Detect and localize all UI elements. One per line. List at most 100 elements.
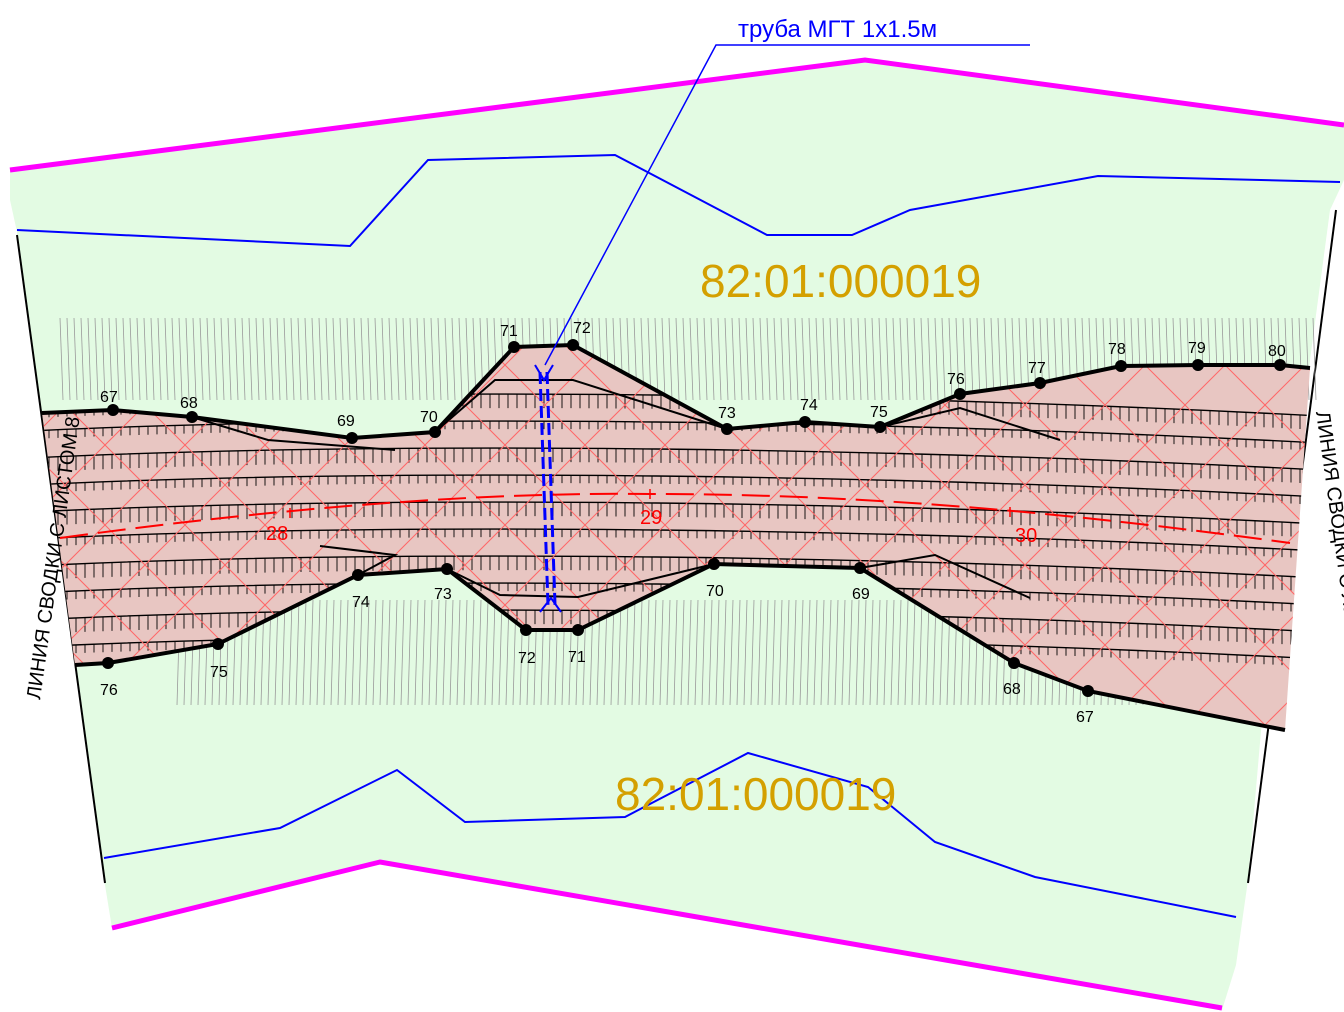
contour-line (276, 317, 281, 401)
contour-line (906, 317, 911, 401)
contour-line (227, 317, 232, 401)
contour-line (757, 599, 762, 706)
survey-point-marker (954, 388, 966, 400)
contour-line (444, 317, 449, 401)
contour-line (813, 599, 818, 706)
contour-line (372, 599, 377, 706)
contour-line (199, 317, 204, 401)
contour-line (309, 599, 314, 706)
contour-line (498, 599, 503, 706)
contour-line (878, 317, 883, 401)
contour-line (374, 317, 379, 401)
contour-line (381, 317, 386, 401)
contour-line (871, 317, 876, 401)
contour-line (220, 317, 225, 401)
survey-point-label: 68 (180, 395, 198, 412)
contour-line (869, 599, 874, 706)
contour-line (171, 317, 176, 401)
survey-point-marker (874, 421, 886, 433)
contour-line (407, 599, 412, 706)
contour-line (696, 317, 701, 401)
contour-line (631, 599, 636, 706)
contour-line (351, 599, 356, 706)
contour-line (794, 317, 799, 401)
contour-line (815, 317, 820, 401)
contour-line (913, 317, 918, 401)
survey-point-label: 69 (337, 413, 355, 430)
contour-line (360, 317, 365, 401)
survey-point-label: 69 (852, 586, 870, 603)
contour-line (269, 317, 274, 401)
contour-line (773, 317, 778, 401)
survey-point-label: 80 (1268, 343, 1286, 360)
contour-line (409, 317, 414, 401)
contour-line (927, 317, 932, 401)
contour-line (87, 317, 92, 401)
contour-line (150, 317, 155, 401)
survey-point-label: 68 (1003, 681, 1021, 698)
contour-line (701, 599, 706, 706)
survey-point-marker (1008, 657, 1020, 669)
wedge-right-top (879, 406, 1061, 441)
contour-line (680, 599, 685, 706)
pipe-head-top (534, 364, 554, 382)
contour-line (430, 317, 435, 401)
contour-line (652, 599, 657, 706)
contour-line (435, 599, 440, 706)
contour-line (764, 599, 769, 706)
contour-line (73, 317, 78, 401)
contour-line (736, 599, 741, 706)
survey-point-marker (107, 404, 119, 416)
contour-line (367, 317, 372, 401)
contour-line (122, 317, 127, 401)
survey-point-label: 67 (1076, 709, 1094, 726)
contour-line (290, 317, 295, 401)
contour-line (339, 317, 344, 401)
survey-point-marker (186, 411, 198, 423)
contour-line (115, 317, 120, 401)
contour-line (477, 599, 482, 706)
contour-line (421, 599, 426, 706)
survey-point-label: 67 (100, 389, 118, 406)
contour-line (689, 317, 694, 401)
contour-line (834, 599, 839, 706)
contour-line (386, 599, 391, 706)
survey-point-marker (352, 569, 364, 581)
contour-line (969, 317, 974, 401)
contour-line (316, 599, 321, 706)
contour-line (822, 317, 827, 401)
contour-line (645, 599, 650, 706)
contour-line (899, 317, 904, 401)
contour-line (731, 317, 736, 401)
contour-line (827, 599, 832, 706)
contour-line (80, 317, 85, 401)
survey-point-label: 73 (718, 405, 736, 422)
contour-line (442, 599, 447, 706)
picket-label-30: 30 (1015, 525, 1037, 547)
contour-line (129, 317, 134, 401)
contour-line (682, 317, 687, 401)
contour-line (157, 317, 162, 401)
contour-line (332, 317, 337, 401)
picket-label-29: 29 (640, 507, 662, 529)
contour-line (904, 599, 909, 706)
contour-line (295, 599, 300, 706)
contour-line (897, 599, 902, 706)
contour-line (932, 599, 937, 706)
contour-line (241, 317, 246, 401)
contour-line (274, 599, 279, 706)
contour-line (850, 317, 855, 401)
grid-line (1159, 345, 1310, 730)
contour-line (638, 599, 643, 706)
contour-line (687, 599, 692, 706)
wedge-center-top (434, 379, 728, 433)
edge-left (16, 234, 106, 884)
contour-line (962, 317, 967, 401)
survey-point-marker (572, 624, 584, 636)
contour-line (780, 317, 785, 401)
side-label-right: ЛИНИЯ СВОДКИ С ЛИСТОМ 10 (1311, 410, 1344, 706)
grid-line (0, 300, 10, 750)
wedge-left-top (191, 416, 396, 451)
pipe-head-bottom (539, 596, 562, 613)
survey-point-marker (567, 339, 579, 351)
